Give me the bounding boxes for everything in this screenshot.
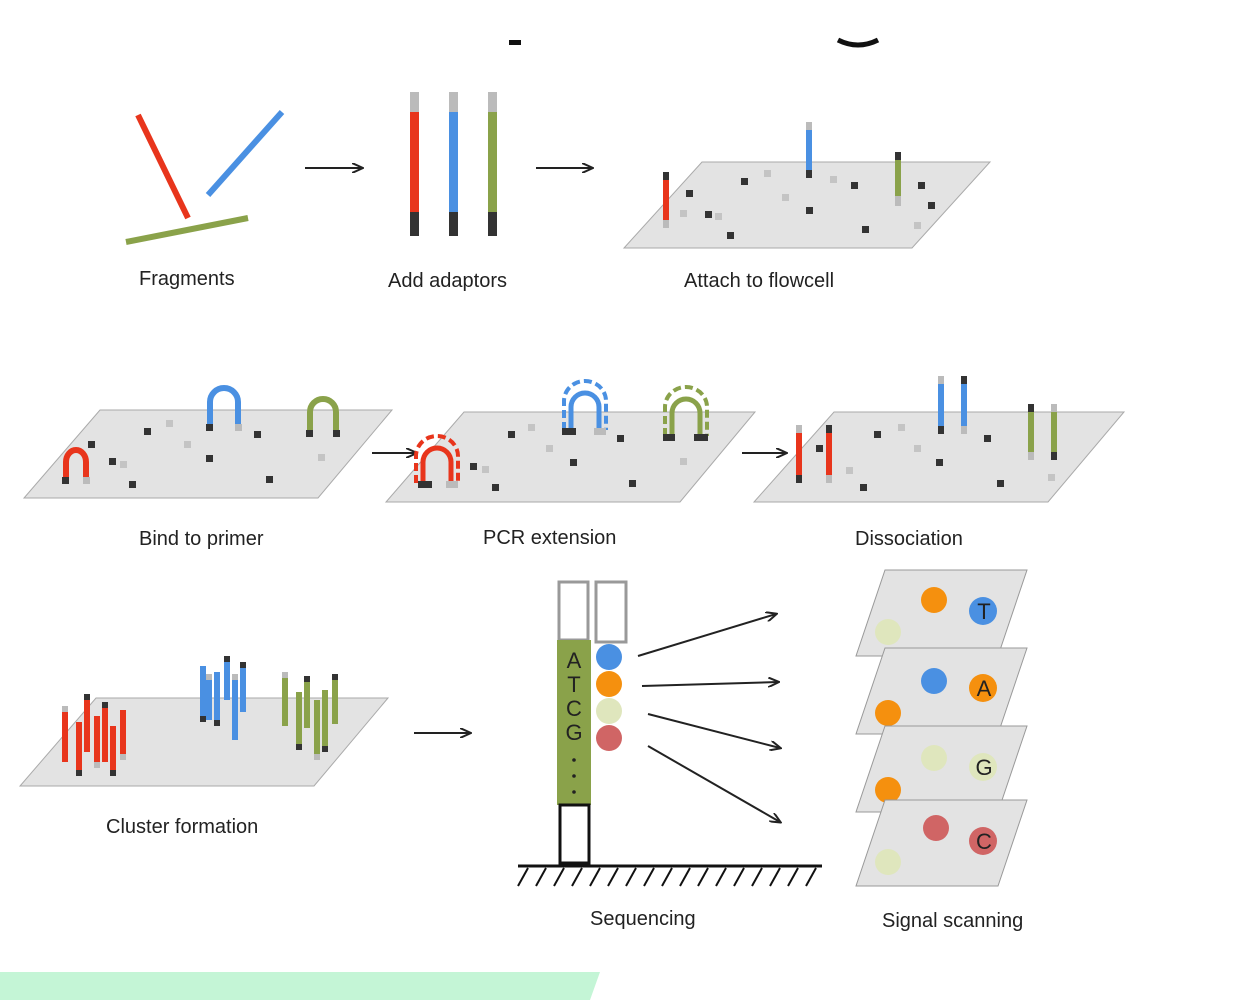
red-cluster <box>62 694 126 776</box>
green-cluster <box>282 672 338 760</box>
signal-plates: T A G C <box>855 569 1028 887</box>
cropped-title-remnant <box>509 37 880 48</box>
caption-pcr: PCR extension <box>483 527 617 549</box>
signal-arrows <box>637 614 780 822</box>
base-label-3: G <box>975 755 992 780</box>
fragments-group <box>125 110 285 245</box>
footer-accent-bar <box>0 972 600 1000</box>
base-label-4: C <box>976 829 992 854</box>
nucleotide-rose <box>596 725 622 751</box>
caption-add-adaptors: Add adaptors <box>388 270 507 292</box>
caption-signal: Signal scanning <box>882 910 1024 932</box>
flowcell-bind <box>22 385 394 499</box>
caption-cluster: Cluster formation <box>106 816 259 838</box>
nucleotide-blue <box>596 644 622 670</box>
base-label-2: A <box>977 676 992 701</box>
base-label-1: T <box>977 599 990 624</box>
seq-letter-1: A <box>567 648 582 673</box>
plate-c: C <box>855 799 1028 887</box>
flowcell-dissociation <box>752 376 1126 503</box>
sequence-ellipsis <box>572 758 576 794</box>
seq-letter-3: C <box>566 696 582 721</box>
fragment-green <box>125 215 249 245</box>
plate-t: T <box>855 569 1028 657</box>
blue-cluster <box>200 656 246 740</box>
flowcell-cluster <box>18 656 390 787</box>
fragment-blue <box>205 110 285 197</box>
seq-letter-2: T <box>567 672 580 697</box>
plate-a: A <box>855 647 1028 735</box>
seq-letter-4: G <box>565 720 582 745</box>
adapted-fragments-group <box>410 92 497 236</box>
caption-attach: Attach to flowcell <box>684 270 835 292</box>
caption-dissociation: Dissociation <box>855 528 963 550</box>
nucleotide-pale-green <box>596 698 622 724</box>
nucleotide-orange <box>596 671 622 697</box>
flowcell-attach <box>622 122 992 249</box>
plate-g: G <box>855 725 1028 813</box>
fragment-red <box>135 113 191 220</box>
caption-bind: Bind to primer <box>139 528 264 550</box>
sequencing-illustration: A T C G <box>517 580 822 887</box>
caption-fragments: Fragments <box>139 268 235 290</box>
caption-sequencing: Sequencing <box>590 908 696 930</box>
flowcell-pcr <box>384 379 757 503</box>
